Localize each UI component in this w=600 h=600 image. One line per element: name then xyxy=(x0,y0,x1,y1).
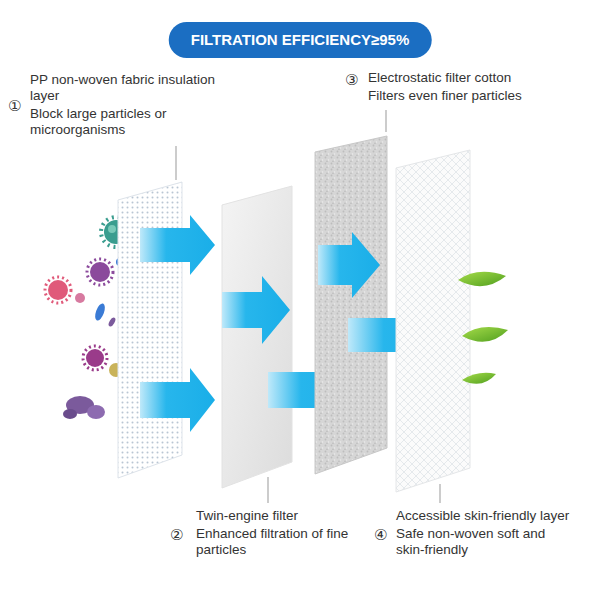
leader-lines xyxy=(176,110,440,503)
filter-layer xyxy=(315,136,387,474)
callout-number: ② xyxy=(170,527,183,543)
callout-text: PP non-woven fabric insulation layer xyxy=(30,72,245,104)
callout-text: Twin-engine filter xyxy=(196,508,366,524)
callout-text: Filters even finer particles xyxy=(368,88,590,104)
callout-text: Block large particles or microorganisms xyxy=(30,106,210,138)
flow-arrow xyxy=(318,232,380,298)
callout-text: Accessible skin-friendly layer xyxy=(396,508,574,524)
flow-arrow xyxy=(222,276,290,344)
filter-layer xyxy=(222,186,292,488)
title-badge: FILTRATION EFFICIENCY≥95% xyxy=(169,22,432,58)
callout-text: Enhanced filtration of fine particles xyxy=(196,526,356,558)
filter-layer xyxy=(118,182,182,478)
callout-text: Electrostatic filter cotton xyxy=(368,70,590,86)
callout-number: ① xyxy=(8,98,21,114)
filter-layer xyxy=(396,150,470,492)
leaves xyxy=(458,272,508,384)
callout-number: ③ xyxy=(345,72,358,88)
flow-arrow xyxy=(140,215,215,275)
flow-arrow xyxy=(140,368,215,432)
callout-number: ④ xyxy=(374,527,387,543)
callout-text: Safe non-woven soft and skin-friendly xyxy=(396,526,574,558)
